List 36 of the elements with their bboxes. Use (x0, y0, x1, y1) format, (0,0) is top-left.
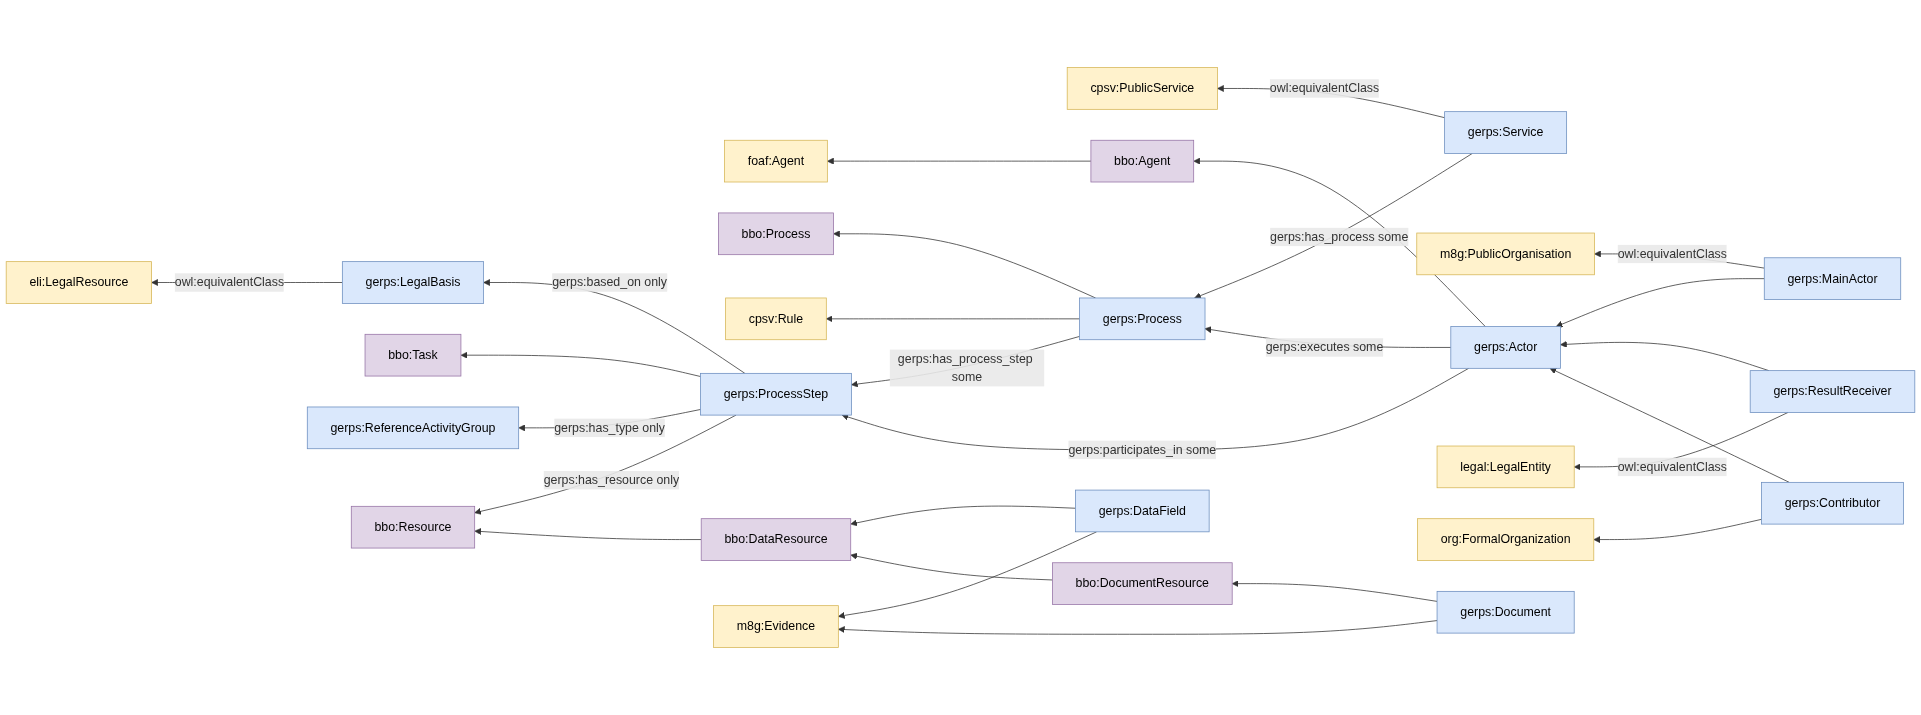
node-box: gerps:ProcessStep (700, 372, 852, 416)
node-box: bbo:DocumentResource (1052, 562, 1233, 605)
node-box: gerps:ReferenceActivityGroup (306, 406, 520, 450)
node-box: eli:LegalResource (5, 261, 152, 304)
node-box: org:FormalOrganization (1417, 518, 1595, 561)
edge-label: owl:equivalentClass (1269, 81, 1380, 95)
edge-label: gerps:has_process some (1270, 229, 1409, 244)
node-box: cpsv:Rule (725, 297, 827, 341)
node-box: bbo:DataResource (700, 518, 852, 561)
edge-label: owl:equivalentClass (174, 275, 285, 289)
edge-label: gerps:participates_in some (1068, 442, 1217, 457)
edge-label: owl:equivalentClass (1617, 459, 1727, 474)
node-box: bbo:Agent (1090, 139, 1195, 183)
node-box: gerps:Document (1436, 590, 1575, 634)
node-box: gerps:LegalBasis (341, 261, 484, 304)
node-box: gerps:Actor (1450, 326, 1561, 369)
node-box: bbo:Task (364, 333, 462, 377)
node-box: bbo:Resource (350, 505, 476, 549)
node-box: foaf:Agent (724, 139, 828, 183)
edge-label: owl:equivalentClass (1617, 246, 1727, 261)
node-box: m8g:PublicOrganisation (1416, 232, 1595, 276)
node-box: gerps:ResultReceiver (1749, 370, 1916, 413)
node-box: bbo:Process (718, 212, 834, 256)
node-box: m8g:Evidence (713, 605, 839, 648)
node-box: gerps:Service (1444, 111, 1567, 154)
node-box: legal:LegalEntity (1436, 445, 1575, 489)
node-box: gerps:Contributor (1761, 481, 1904, 525)
edge-label: gerps:executes some (1265, 340, 1384, 354)
node-box: gerps:Process (1079, 297, 1206, 341)
node-box: cpsv:PublicService (1066, 67, 1218, 110)
edge-label: gerps:based_on only (552, 275, 668, 289)
edge-label: gerps:has_process_step some (897, 351, 1033, 384)
edge-label: gerps:has_type only (554, 420, 665, 435)
edge-label: gerps:has_resource only (543, 473, 680, 487)
node-box: gerps:MainActor (1763, 257, 1902, 300)
node-box: gerps:DataField (1075, 489, 1210, 533)
